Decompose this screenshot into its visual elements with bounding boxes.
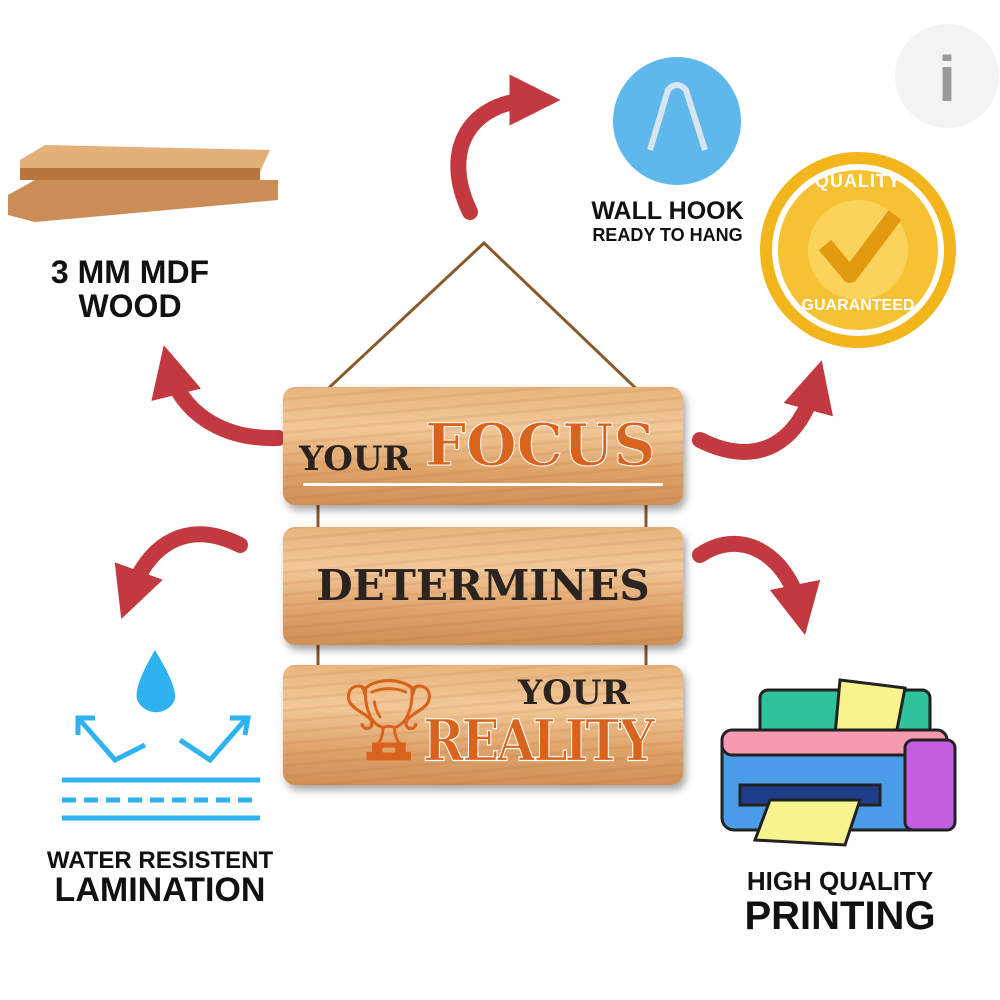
lamination-line2: LAMINATION bbox=[54, 871, 266, 910]
wood-planks-icon bbox=[8, 145, 278, 222]
sign-board-2: DETERMINES bbox=[283, 527, 683, 645]
printing-line1: HIGH QUALITY bbox=[746, 866, 934, 896]
printing-label: HIGH QUALITY PRINTING bbox=[710, 866, 970, 939]
arrow-to-quality bbox=[692, 360, 833, 460]
arrow-to-lamination bbox=[114, 526, 248, 620]
mdf-label: 3 MM MDF WOOD bbox=[20, 254, 240, 324]
board2-word: DETERMINES bbox=[316, 561, 650, 610]
hook-label: WALL HOOK READY TO HANG bbox=[570, 198, 765, 245]
trophy-icon: 🏆︎ bbox=[338, 675, 440, 764]
arrow-to-printing bbox=[692, 536, 821, 636]
hanging-rope bbox=[316, 240, 648, 400]
arrow-to-mdf bbox=[151, 345, 286, 447]
brand-logo: i bbox=[895, 24, 999, 128]
hook-subtitle: READY TO HANG bbox=[592, 225, 743, 246]
badge-bottom-text: GUARANTEED bbox=[801, 297, 915, 314]
board3-word2: REALITY bbox=[423, 706, 656, 775]
hook-title: WALL HOOK bbox=[591, 197, 744, 225]
logo-letter: i bbox=[938, 43, 956, 115]
mdf-label-line2: WOOD bbox=[78, 287, 182, 324]
board1-word2: FOCUS bbox=[424, 411, 656, 480]
board1-word1: YOUR bbox=[299, 439, 411, 479]
lamination-label: WATER RESISTENT LAMINATION bbox=[20, 848, 300, 909]
badge-top-text: QUALITY bbox=[815, 171, 901, 191]
water-resistant-icon bbox=[62, 650, 260, 821]
lamination-line1: WATER RESISTENT bbox=[46, 847, 274, 874]
printing-line2: PRINTING bbox=[744, 894, 936, 939]
mdf-label-line1: 3 MM MDF bbox=[50, 254, 210, 290]
quality-badge-icon bbox=[760, 152, 956, 348]
arrow-to-hook bbox=[450, 74, 561, 220]
board3-word1: YOUR bbox=[518, 673, 630, 713]
printer-icon bbox=[720, 678, 957, 847]
board1-divider bbox=[303, 483, 663, 486]
sign-board-3: 🏆︎ YOUR REALITY bbox=[283, 665, 683, 785]
sign-board-1: YOUR FOCUS bbox=[283, 387, 683, 505]
wall-hook-icon bbox=[613, 57, 741, 185]
